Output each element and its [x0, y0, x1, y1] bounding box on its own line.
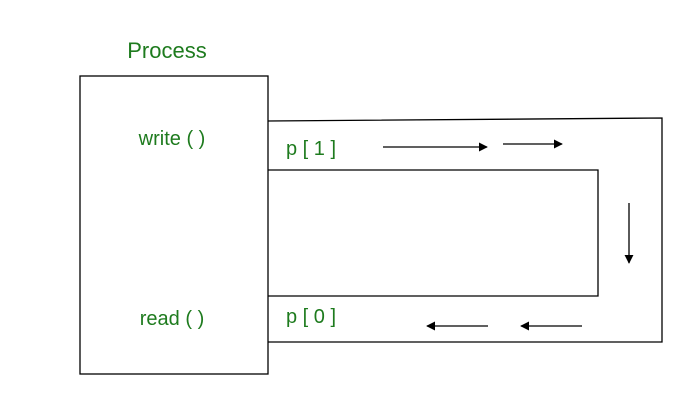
pipe-outer-wall: [267, 117, 663, 343]
process-title: Process: [127, 38, 206, 63]
process-box: [79, 75, 269, 375]
pipe-inner-wall: [268, 169, 599, 297]
pipe-write-end-label: p [ 1 ]: [286, 138, 336, 160]
read-call-label: read ( ): [140, 308, 204, 330]
write-call-label: write ( ): [138, 128, 206, 150]
pipe-read-end-label: p [ 0 ]: [286, 306, 336, 328]
